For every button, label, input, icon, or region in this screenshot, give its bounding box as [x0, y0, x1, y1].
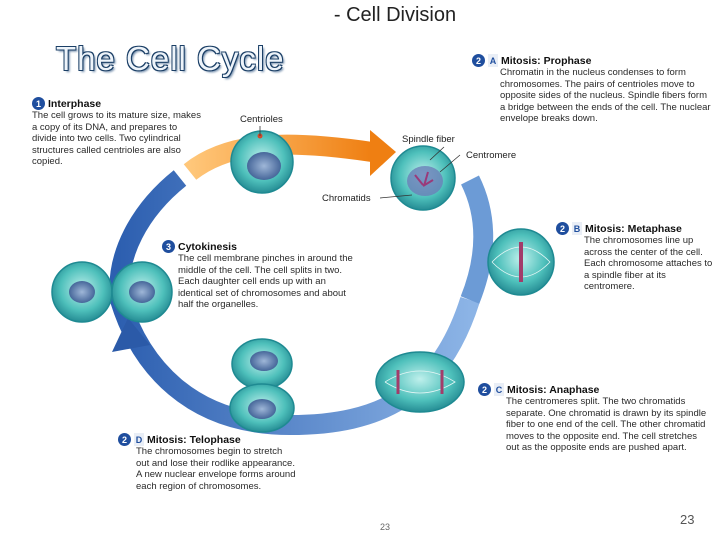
prophase-step: 2 A Mitosis: Prophase Chromatin in the n… [472, 54, 713, 125]
metaphase-step: 2 B Mitosis: Metaphase The chromosomes l… [556, 222, 716, 293]
step-letter-badge: A [488, 54, 498, 67]
step-letter-badge: C [494, 383, 504, 396]
interphase-heading: Interphase [48, 97, 102, 110]
interphase-cell-icon [230, 130, 294, 194]
step-letter-badge: B [572, 222, 582, 235]
anaphase-text: The centromeres split. The two chromatid… [506, 396, 707, 453]
page-number-center: 23 [380, 522, 391, 532]
centrioles-label: Centrioles [240, 114, 283, 125]
cytokinesis-step: 3 Cytokinesis The cell membrane pinches … [162, 240, 362, 311]
step-number-badge: 2 [472, 54, 485, 67]
step-number-badge: 3 [162, 240, 175, 253]
telophase-heading: Mitosis: Telophase [147, 433, 241, 446]
interphase-text: The cell grows to its mature size, makes… [32, 110, 201, 167]
cycle-arrow-orange [183, 130, 396, 181]
anaphase-cell-icon [375, 351, 465, 413]
centromere-label: Centromere [466, 150, 517, 161]
prophase-cell-icon [390, 145, 456, 211]
metaphase-text: The chromosomes line up across the cente… [584, 235, 713, 292]
telophase-step: 2 D Mitosis: Telophase The chromosomes b… [118, 433, 298, 492]
cytokinesis-heading: Cytokinesis [178, 240, 237, 253]
anaphase-heading: Mitosis: Anaphase [507, 383, 600, 396]
step-number-badge: 2 [478, 383, 491, 396]
step-number-badge: 2 [556, 222, 569, 235]
step-number-badge: 1 [32, 97, 45, 110]
metaphase-heading: Mitosis: Metaphase [585, 222, 682, 235]
metaphase-cell-icon [487, 228, 555, 296]
chromatids-label: Chromatids [322, 193, 371, 204]
telophase-text: The chromosomes begin to stretch out and… [136, 446, 296, 492]
slide-title: - Cell Division [333, 4, 457, 26]
step-letter-badge: D [134, 433, 144, 446]
page-number-right: 23 [680, 512, 695, 527]
cytokinesis-text: The cell membrane pinches in around the … [178, 253, 353, 310]
prophase-text: Chromatin in the nucleus condenses to fo… [500, 67, 711, 124]
interphase-step: 1 Interphase The cell grows to its matur… [32, 97, 202, 168]
cytokinesis-cells-icon [51, 261, 173, 323]
spindle-fiber-label: Spindle fiber [402, 134, 455, 145]
prophase-heading: Mitosis: Prophase [501, 54, 592, 67]
step-number-badge: 2 [118, 433, 131, 446]
telophase-cell-icon [229, 338, 295, 433]
cycle-title: The Cell Cycle [56, 40, 285, 77]
anaphase-step: 2 C Mitosis: Anaphase The centromeres sp… [478, 383, 708, 454]
